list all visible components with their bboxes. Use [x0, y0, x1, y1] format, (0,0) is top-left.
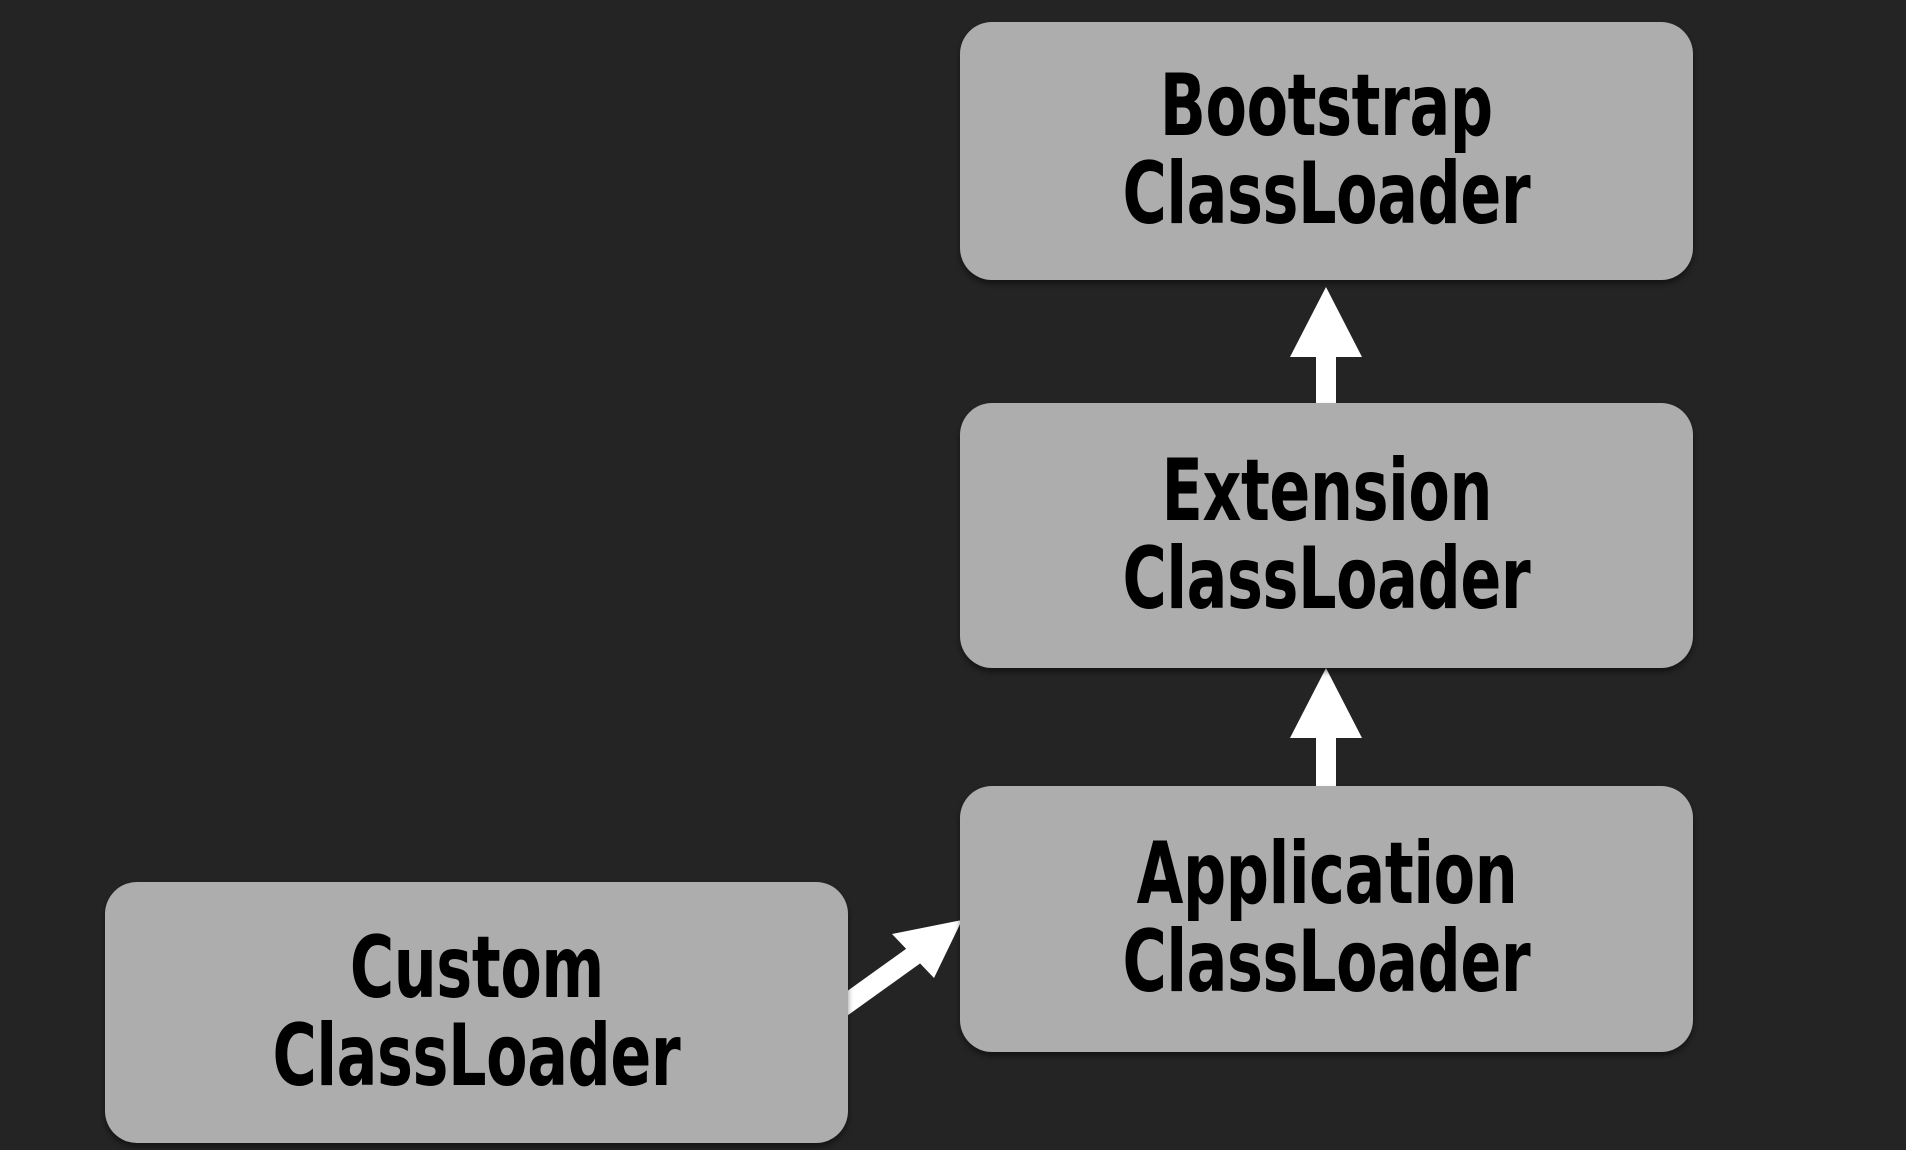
node-extension-line1: Extension — [1161, 440, 1492, 541]
node-bootstrap-line1: Bootstrap — [1160, 56, 1493, 157]
node-custom-line2: ClassLoader — [272, 1005, 681, 1106]
edge-application-to-extension — [1290, 668, 1362, 788]
node-bootstrap-classloader[interactable]: Bootstrap ClassLoader — [960, 22, 1693, 280]
node-bootstrap-line2: ClassLoader — [1122, 144, 1531, 244]
node-application-line2: ClassLoader — [1122, 912, 1531, 1012]
node-custom-line1: Custom — [349, 917, 604, 1018]
edge-custom-to-application — [832, 920, 962, 1019]
node-application-classloader[interactable]: Application ClassLoader — [960, 786, 1693, 1052]
node-custom-classloader[interactable]: Custom ClassLoader — [105, 882, 848, 1143]
node-extension-line2: ClassLoader — [1122, 528, 1531, 629]
node-application-line1: Application — [1136, 824, 1517, 925]
edge-extension-to-bootstrap — [1290, 287, 1362, 407]
node-extension-classloader[interactable]: Extension ClassLoader — [960, 403, 1693, 668]
